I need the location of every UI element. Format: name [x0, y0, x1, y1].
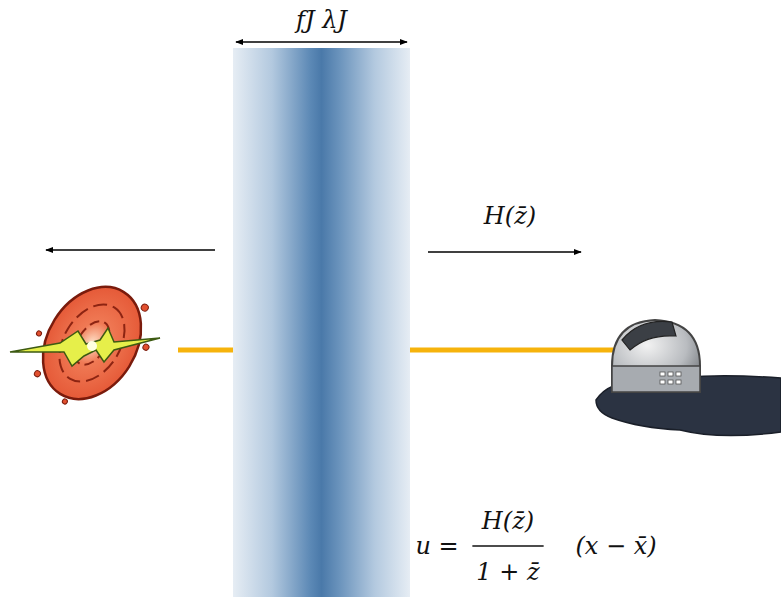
- galaxy-clump: [140, 303, 150, 313]
- equation-factor: (x − x̄): [575, 532, 656, 561]
- galaxy-clump: [36, 330, 43, 337]
- dome-slit: [622, 321, 676, 350]
- drawing-part: [660, 372, 665, 376]
- galaxy-clump: [33, 370, 41, 378]
- absorber-band: fJ λJ: [233, 4, 410, 597]
- equation-lhs: u =: [415, 532, 458, 561]
- drawing-part: [12, 263, 168, 426]
- dome-vents: [660, 372, 681, 384]
- telescope-dome: [612, 320, 700, 392]
- quasar-jet: [10, 328, 160, 366]
- drawing-part: [676, 380, 681, 384]
- drawing-part: [668, 372, 673, 376]
- width-arrow: [236, 41, 407, 43]
- fraction-numerator: H(z̄): [482, 507, 534, 536]
- expansion-rate: H(z̄): [484, 202, 536, 231]
- fraction-denominator: 1 + z̄: [476, 558, 539, 587]
- drawing-part: [676, 372, 681, 376]
- quasar-galaxy: [10, 263, 168, 426]
- dome-base: [612, 366, 700, 392]
- drawing-part: [668, 380, 673, 384]
- expansion-arrow: [46, 249, 215, 251]
- drawing-part: [660, 380, 665, 384]
- band-fill: [233, 48, 410, 597]
- expansion-arrow: [428, 251, 581, 253]
- galaxy-clump: [61, 398, 68, 405]
- galaxy-clump: [142, 343, 150, 351]
- observatory: [596, 320, 781, 436]
- fraction-bar: [472, 545, 543, 547]
- fraction-layer: [472, 546, 543, 547]
- galaxy-core: [87, 341, 97, 351]
- band-width-label: fJ λJ: [292, 4, 351, 37]
